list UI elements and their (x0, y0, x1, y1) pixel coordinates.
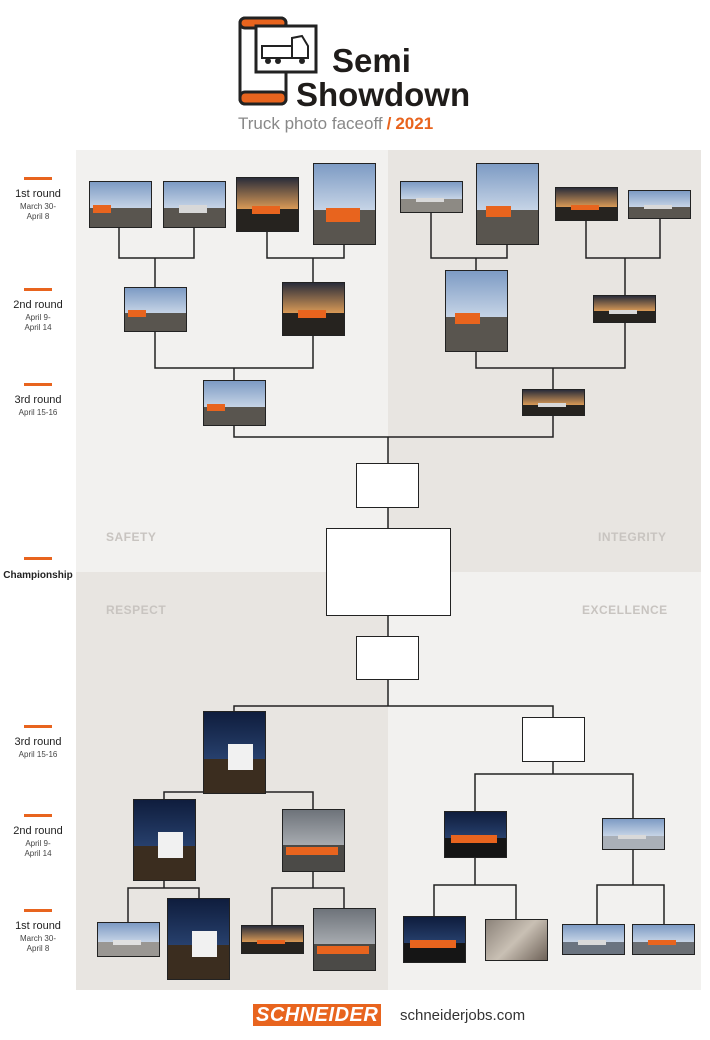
truck-photo[interactable] (163, 181, 226, 228)
tagline-separator: / (386, 114, 392, 133)
truck-photo[interactable] (133, 799, 196, 881)
page-title-line2: Showdown (296, 76, 471, 113)
round-marker (24, 909, 52, 912)
truck-photo[interactable] (522, 389, 585, 416)
round-dates: April 9- (25, 313, 51, 322)
round-marker (24, 725, 52, 728)
truck-photo[interactable] (444, 811, 507, 858)
page-title-line1: Semi (332, 42, 411, 79)
round-title-r2-top: 2nd round (13, 299, 63, 311)
quadrant-label-excellence: EXCELLENCE (582, 603, 668, 617)
truck-photo[interactable] (203, 711, 266, 794)
truck-photo[interactable] (476, 163, 539, 245)
truck-photo[interactable] (241, 925, 304, 954)
truck-photo[interactable] (89, 181, 152, 228)
truck-photo[interactable] (632, 924, 695, 955)
round-title-r3-top: 3rd round (14, 394, 62, 406)
round-dates: March 30- (19, 934, 56, 943)
round3-slot-excellence[interactable] (522, 717, 585, 762)
round-dates: April 15-16 (18, 408, 58, 417)
tagline: Truck photo faceoff/2021 (238, 114, 433, 134)
round-marker (24, 814, 52, 817)
quadrant-integrity (388, 150, 701, 572)
truck-photo[interactable] (167, 898, 230, 980)
round-title-r1-bottom: 1st round (15, 920, 61, 932)
truck-photo[interactable] (236, 177, 299, 232)
footer-url[interactable]: schneiderjobs.com (400, 1007, 526, 1024)
round-dates: April 14 (24, 323, 52, 332)
truck-photo[interactable] (203, 380, 266, 426)
truck-photo[interactable] (124, 287, 187, 332)
round-marker (24, 383, 52, 386)
truck-photo[interactable] (282, 809, 345, 872)
round-dates: April 14 (24, 849, 52, 858)
truck-photo[interactable] (485, 919, 548, 961)
truck-photo[interactable] (282, 282, 345, 336)
truck-photo[interactable] (602, 818, 665, 850)
round-marker (24, 177, 52, 180)
round-title-championship: Championship (3, 570, 73, 581)
tagline-year: 2021 (395, 114, 434, 133)
truck-photo[interactable] (313, 908, 376, 971)
round-marker (24, 557, 52, 560)
quadrant-label-safety: SAFETY (106, 530, 157, 544)
championship-slot[interactable] (326, 528, 451, 616)
semifinal-slot-top[interactable] (356, 463, 419, 508)
truck-photo[interactable] (400, 181, 463, 213)
round-dates: April 15-16 (18, 750, 58, 759)
round-title-r2-bottom: 2nd round (13, 825, 63, 837)
round-dates: April 8 (26, 212, 50, 221)
round-dates: March 30- (19, 202, 56, 211)
round-dates: April 8 (26, 944, 50, 953)
round-title-r1-top: 1st round (15, 188, 61, 200)
truck-photo[interactable] (445, 270, 508, 352)
quadrant-label-respect: RESPECT (106, 603, 167, 617)
tagline-text: Truck photo faceoff (238, 114, 383, 133)
schneider-logo: SCHNEIDER (253, 1004, 382, 1026)
truck-photo[interactable] (97, 922, 160, 957)
truck-photo[interactable] (555, 187, 618, 221)
quadrant-label-integrity: INTEGRITY (598, 530, 667, 544)
phone-truck-icon (238, 16, 318, 106)
truck-photo[interactable] (628, 190, 691, 219)
round-marker (24, 288, 52, 291)
truck-photo[interactable] (593, 295, 656, 323)
truck-photo[interactable] (403, 916, 466, 963)
round-dates: April 9- (25, 839, 51, 848)
truck-photo[interactable] (313, 163, 376, 245)
semifinal-slot-bottom[interactable] (356, 636, 419, 680)
round-title-r3-bottom: 3rd round (14, 736, 62, 748)
truck-photo[interactable] (562, 924, 625, 955)
